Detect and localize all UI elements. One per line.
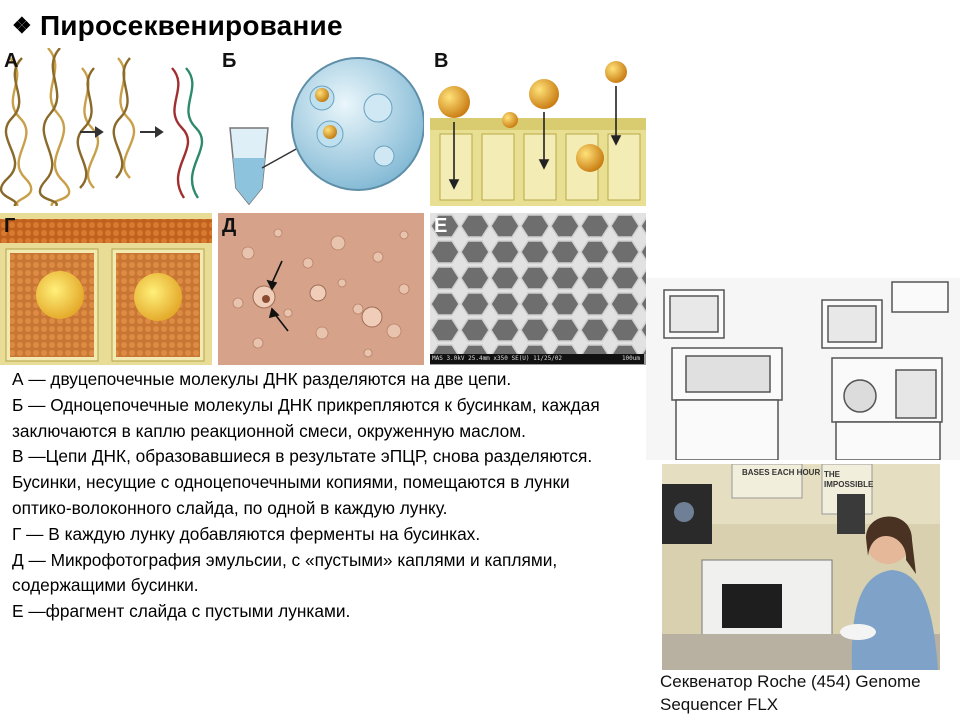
panel-b-emulsion-droplet: Б <box>218 48 424 206</box>
sequencer-machines-drawing <box>646 278 960 460</box>
lab-photo: BASES EACH HOUR THE IMPOSSIBLE <box>662 464 940 670</box>
panel-letter-e: Е <box>434 215 448 237</box>
panel-letter-a: А <box>4 50 19 72</box>
panel-letter-b: Б <box>222 50 237 72</box>
dna-helix-illustration <box>0 48 204 206</box>
sequencer-illustration <box>646 278 960 460</box>
emulsion-micrograph-illustration <box>218 213 424 365</box>
panel-g-enzyme-beads: Г <box>0 213 212 365</box>
sem-info-text: MAS 3.0kV 25.4mm x350 SE(U) 11/25/02 <box>432 355 563 362</box>
panel-letter-v: В <box>434 50 449 72</box>
slide-title: ❖ Пиросеквенирование <box>12 8 343 44</box>
lab-photo-illustration <box>662 464 940 670</box>
description-line-g: Г — В каждую лунку добавляются ферменты … <box>12 523 481 544</box>
panel-letter-g: Г <box>4 215 16 237</box>
poster-text-bases: BASES EACH HOUR <box>742 468 821 477</box>
description-text: А — двуцепочечные молекулы ДНК разделяют… <box>12 367 622 625</box>
photo-caption: Секвенатор Roche (454) Genome Sequencer … <box>660 672 921 714</box>
title-text: Пиросеквенирование <box>39 10 343 41</box>
panel-letter-d: Д <box>222 215 237 237</box>
panel-a-dna-helices: А <box>0 48 212 206</box>
sem-info-bar: MAS 3.0kV 25.4mm x350 SE(U) 11/25/02 100… <box>430 354 644 364</box>
beads-into-wells-illustration <box>430 61 646 206</box>
panel-d-emulsion-micrograph: Д <box>218 213 424 365</box>
panel-e-sem-wells: Е <box>430 213 646 365</box>
description-line-d: Д — Микрофотография эмульсии, с «пустыми… <box>12 549 558 596</box>
description-line-e: Е —фрагмент слайда с пустыми лунками. <box>12 601 351 622</box>
panel-v-beads-into-wells: В <box>430 48 646 206</box>
description-line-b: Б — Одноцепочечные молекулы ДНК прикрепл… <box>12 394 600 441</box>
description-line-v: В —Цепи ДНК, образовавшиеся в результате… <box>12 446 593 518</box>
poster-text-impossible: THE IMPOSSIBLE <box>824 470 874 489</box>
sem-scale-text: 100um <box>621 355 640 362</box>
description-line-a: А — двуцепочечные молекулы ДНК разделяют… <box>12 369 512 389</box>
emulsion-droplet-illustration <box>229 57 424 206</box>
enzyme-beads-illustration <box>0 213 212 365</box>
sem-honeycomb-illustration <box>430 213 646 354</box>
diamond-bullet-icon: ❖ <box>12 13 32 38</box>
